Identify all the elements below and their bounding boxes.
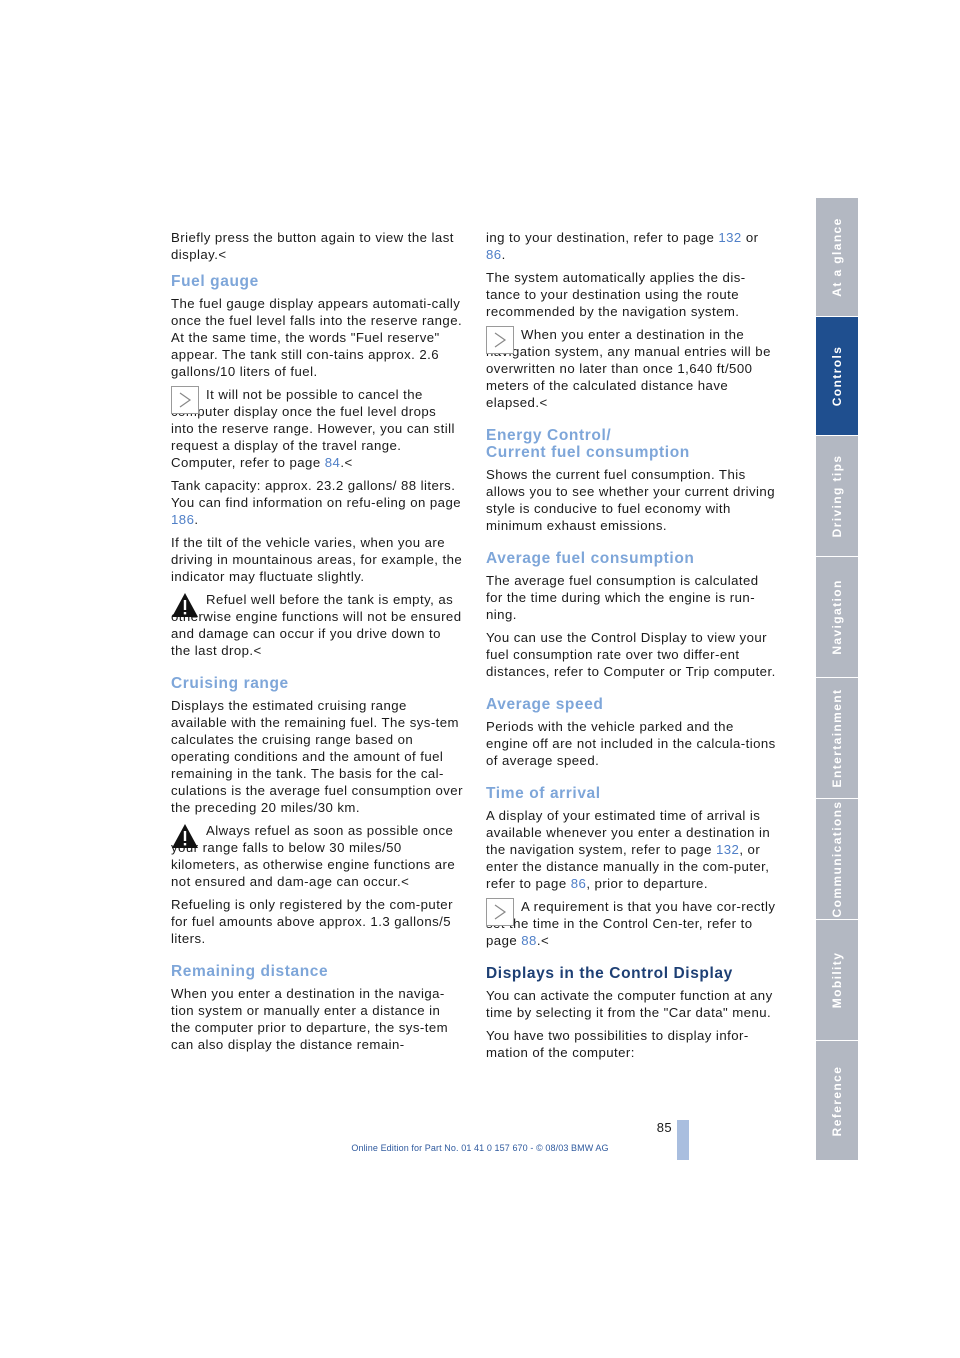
paragraph: Displays the estimated cruising range av… bbox=[171, 698, 463, 815]
heading-average-speed: Average speed bbox=[486, 696, 604, 713]
paragraph: When you enter a destination in the navi… bbox=[171, 986, 449, 1052]
paragraph: The average fuel consumption is calculat… bbox=[486, 573, 759, 622]
heading-remaining-distance: Remaining distance bbox=[171, 963, 329, 980]
side-tab-navigation[interactable]: Navigation bbox=[816, 557, 858, 678]
paragraph: Tank capacity: approx. 23.2 gallons/ 88 … bbox=[171, 478, 462, 527]
warning-block: Refuel well before the tank is empty, as… bbox=[171, 591, 462, 658]
page-link[interactable]: 88 bbox=[521, 933, 537, 948]
page-link[interactable]: 132 bbox=[718, 230, 742, 245]
note-arrow-icon bbox=[486, 326, 514, 354]
paragraph: ing to your destination, refer to page 1… bbox=[486, 230, 759, 262]
footer: Online Edition for Part No. 01 41 0 157 … bbox=[351, 1143, 609, 1153]
paragraph: You can activate the computer function a… bbox=[486, 988, 773, 1020]
heading-time-of-arrival: Time of arrival bbox=[486, 785, 601, 802]
heading-fuel-gauge: Fuel gauge bbox=[171, 273, 259, 290]
heading-cruising-range: Cruising range bbox=[171, 675, 289, 692]
paragraph: The system automatically applies the dis… bbox=[486, 270, 746, 319]
paragraph: Periods with the vehicle parked and the … bbox=[486, 719, 776, 768]
side-tab-driving-tips[interactable]: Driving tips bbox=[816, 436, 858, 557]
note-block: When you enter a destination in the navi… bbox=[486, 326, 771, 410]
note-arrow-icon bbox=[171, 386, 199, 414]
paragraph: You can use the Control Display to view … bbox=[486, 630, 776, 679]
page-link[interactable]: 186 bbox=[171, 512, 195, 527]
page-link[interactable]: 86 bbox=[486, 247, 502, 262]
side-tab-reference[interactable]: Reference bbox=[816, 1041, 858, 1161]
note-block: It will not be possible to cancel the co… bbox=[171, 386, 455, 470]
heading-displays-control-display: Displays in the Control Display bbox=[486, 965, 733, 982]
page-number-bar bbox=[677, 1120, 689, 1160]
side-tab-at-a-glance[interactable]: At a glance bbox=[816, 198, 858, 317]
note-arrow-icon bbox=[486, 898, 514, 926]
right-column: ing to your destination, refer to page 1… bbox=[486, 229, 778, 1067]
warning-block: Always refuel as soon as possible once y… bbox=[171, 822, 456, 889]
page-link[interactable]: 84 bbox=[324, 455, 341, 470]
paragraph: If the tilt of the vehicle varies, when … bbox=[171, 535, 463, 584]
warning-triangle-icon bbox=[171, 822, 199, 850]
paragraph: Shows the current fuel consumption. This… bbox=[486, 467, 775, 533]
side-tab-communications[interactable]: Communications bbox=[816, 799, 858, 920]
note-block: A requirement is that you have cor-rectl… bbox=[486, 898, 776, 948]
paragraph: The fuel gauge display appears automati-… bbox=[171, 296, 463, 379]
paragraph: A display of your estimated time of arri… bbox=[486, 808, 771, 891]
side-tab-entertainment[interactable]: Entertainment bbox=[816, 678, 858, 799]
heading-average-fuel-consumption: Average fuel consumption bbox=[486, 550, 695, 567]
left-column: Briefly press the button again to view t… bbox=[171, 229, 463, 1059]
warning-triangle-icon bbox=[171, 591, 199, 619]
paragraph: Briefly press the button again to view t… bbox=[171, 230, 454, 262]
page-link[interactable]: 86 bbox=[570, 876, 587, 891]
page-link[interactable]: 132 bbox=[715, 842, 740, 857]
page-number: 85 bbox=[656, 1120, 672, 1135]
paragraph: Refueling is only registered by the com-… bbox=[171, 897, 453, 946]
paragraph: You have two possibilities to display in… bbox=[486, 1028, 749, 1060]
side-tab-controls[interactable]: Controls bbox=[816, 317, 858, 436]
side-tab-mobility[interactable]: Mobility bbox=[816, 920, 858, 1041]
heading-energy-control: Energy Control/Current fuel consumption bbox=[486, 427, 690, 461]
